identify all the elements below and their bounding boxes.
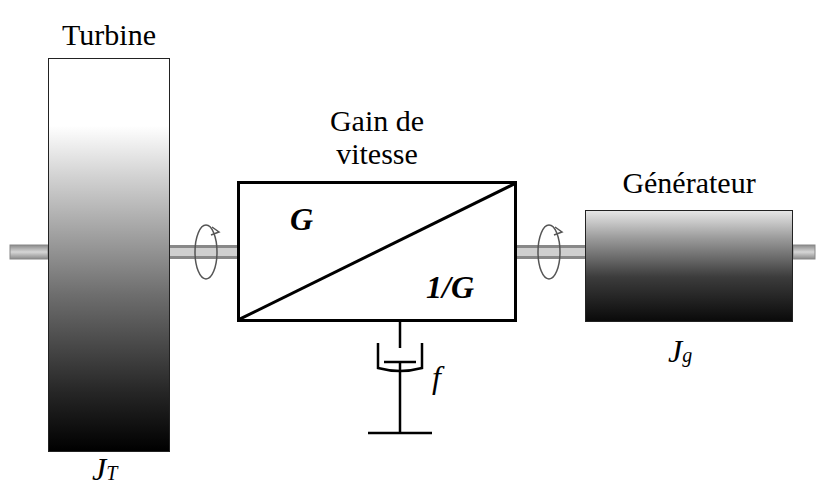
- node-heading: Gain de vitesse: [292, 104, 462, 170]
- ratio-diagonal: [240, 184, 514, 319]
- rotation-arrow: [195, 225, 219, 279]
- inertia-label: JT: [92, 452, 117, 487]
- gearbox-box: Gain de vitesseG1/G: [237, 181, 517, 322]
- friction-label: f: [432, 360, 441, 395]
- shaft-connector: [517, 252, 585, 253]
- inertia-label: Jg: [668, 334, 692, 369]
- shaft-connector: [170, 252, 237, 253]
- ratio-symbol: 1/G: [426, 270, 474, 305]
- node-fill: [586, 211, 792, 321]
- node-heading: Turbine: [62, 18, 156, 51]
- ratio-symbol: G: [290, 202, 313, 237]
- shaft-stub: [10, 245, 48, 259]
- rotation-arrow: [538, 225, 562, 279]
- node-fill: [49, 59, 169, 451]
- shaft-stub: [793, 245, 815, 259]
- turbine-body: Turbine: [48, 58, 170, 452]
- damper-symbol: [368, 322, 432, 433]
- generator-body: Générateur: [585, 210, 793, 322]
- node-heading: Générateur: [622, 166, 755, 199]
